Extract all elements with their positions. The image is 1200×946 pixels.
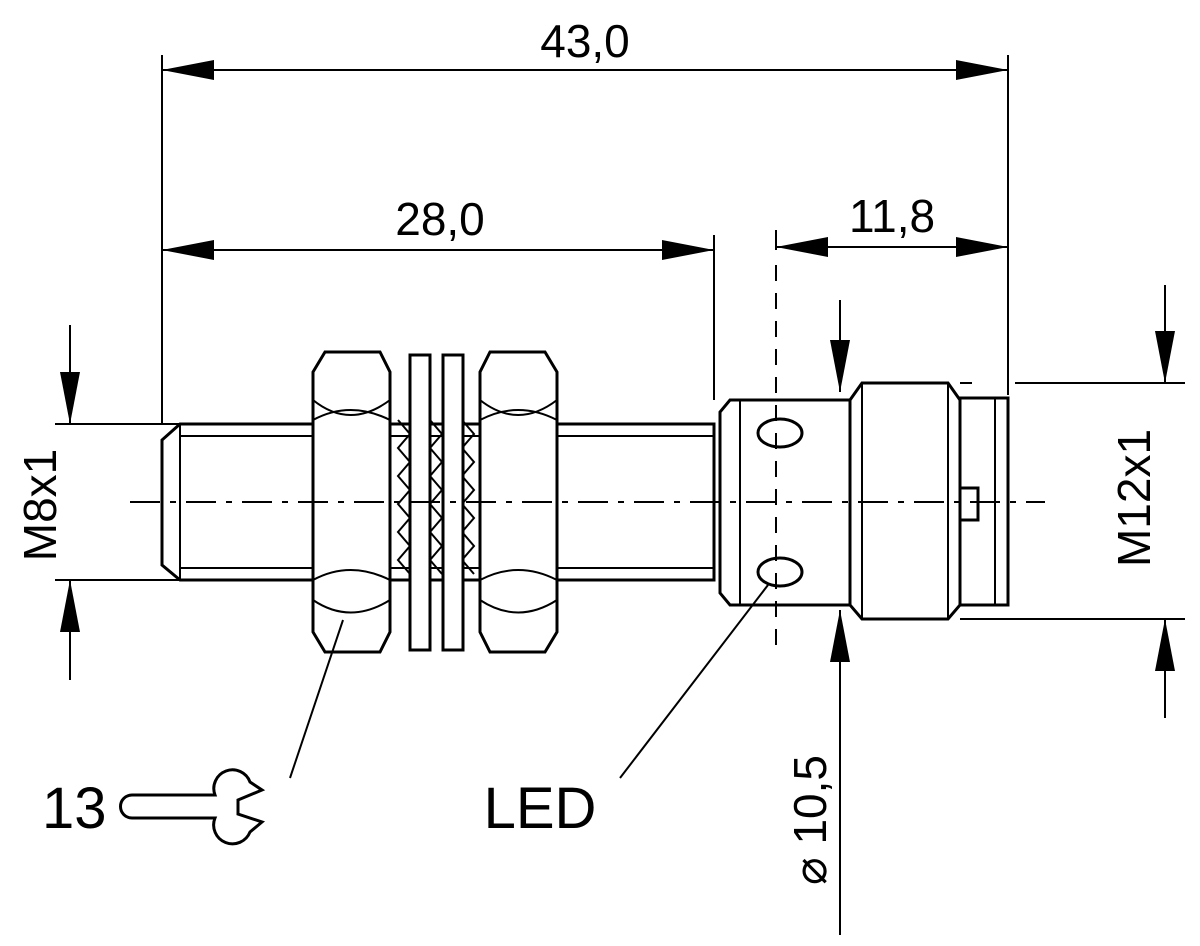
wrench-size-label: 13 (42, 776, 107, 841)
led-window-top (756, 417, 804, 449)
leader-lines (289, 584, 769, 779)
dimension-thread-length: 28,0 (162, 193, 714, 260)
connector-housing (718, 265, 852, 652)
dimension-connector-length: 11,8 (776, 190, 1008, 257)
wrench-callout: 13 (42, 768, 266, 846)
led-window-bottom (756, 556, 804, 588)
led-label: LED (484, 776, 597, 841)
diameter-label: ⌀ 10,5 (784, 755, 836, 885)
thread-left-label: M8x1 (14, 449, 66, 561)
overall-length-label: 43,0 (540, 15, 630, 67)
wrench-icon (119, 768, 266, 846)
dimension-thread-right: M12x1 (960, 285, 1185, 718)
hex-nut-left (311, 350, 392, 654)
hex-nut-right (478, 350, 559, 654)
thread-length-label: 28,0 (395, 193, 485, 245)
dimension-overall-length: 43,0 (162, 15, 1008, 80)
connector-length-label: 11,8 (849, 190, 935, 242)
dimension-thread-left: M8x1 (14, 325, 200, 680)
dimension-diameter: ⌀ 10,5 (784, 300, 850, 935)
thread-right-label: M12x1 (1108, 429, 1160, 567)
extension-lines (161, 55, 1009, 425)
